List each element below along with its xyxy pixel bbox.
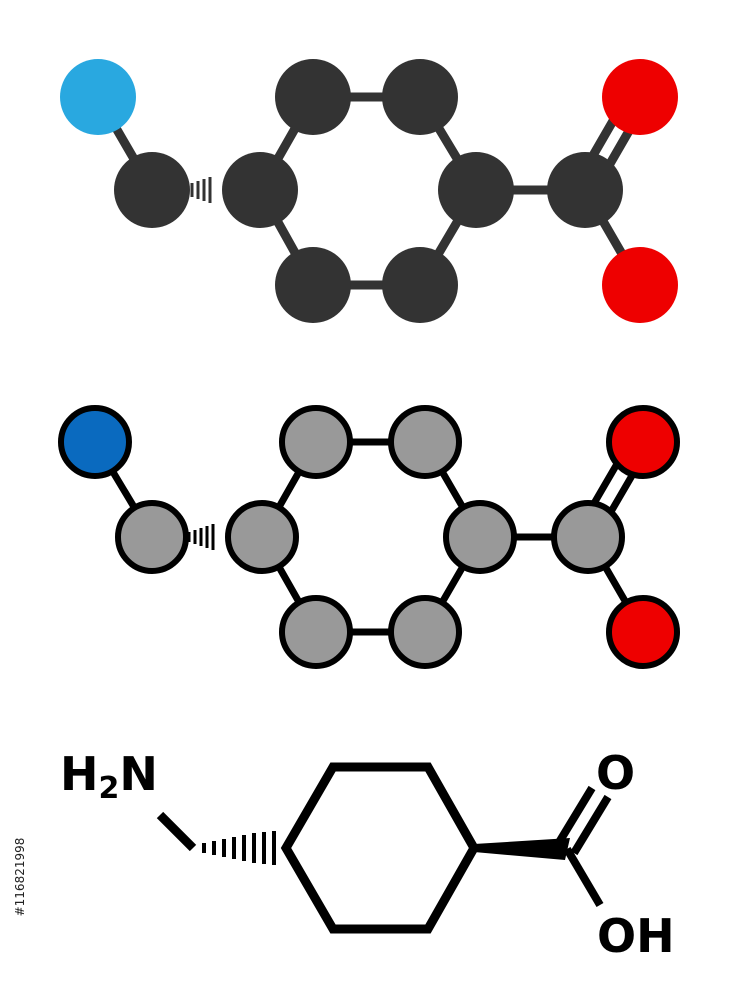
nitrogen-atom-outlined [58, 405, 132, 479]
ring-atom-2-flat [275, 59, 351, 135]
stock-id-text: #116821998 [13, 837, 27, 917]
skeletal-formula: H2N O OH [60, 746, 675, 963]
cyclohexane-ring [280, 762, 480, 934]
amine-hydrogen: H [60, 747, 99, 801]
wedge-bond-skeletal [474, 838, 570, 860]
carbonyl-oxygen-label: O [596, 746, 635, 800]
ball-model-flat [60, 59, 678, 323]
amine-subscript: 2 [99, 771, 120, 806]
hashed-bond-outlined [187, 524, 215, 550]
carboxyl-carbon-outlined [551, 500, 625, 574]
hydroxyl-oxygen-outlined [606, 595, 680, 669]
carboxyl-carbon-flat [547, 152, 623, 228]
atoms-flat [60, 59, 678, 323]
bond-c-oh-skeletal [563, 846, 604, 908]
atoms-outlined [58, 405, 680, 669]
bond-c-o-double-b-skeletal [570, 794, 612, 856]
ring-atom-1-flat [222, 152, 298, 228]
ring-atom-3-flat [382, 59, 458, 135]
stock-id-watermark: #116821998 [8, 770, 32, 990]
ring-atom-2-outlined [279, 405, 353, 479]
ring-atom-3-outlined [388, 405, 462, 479]
bond-n-ch2-skeletal [156, 811, 197, 852]
ring-atom-5-outlined [388, 595, 462, 669]
bond-c-o-double-a-skeletal [554, 785, 596, 847]
amine-label: H2N [60, 747, 158, 806]
hashed-bond-skeletal [202, 831, 276, 865]
ring-atom-4-outlined [443, 500, 517, 574]
ch2-atom-flat [114, 152, 190, 228]
amine-nitrogen: N [119, 747, 158, 801]
nitrogen-atom-flat [60, 59, 136, 135]
hydroxyl-oxygen-flat [602, 247, 678, 323]
ch2-atom-outlined [115, 500, 189, 574]
ring-atom-6-outlined [279, 595, 353, 669]
ring-atom-4-flat [438, 152, 514, 228]
carbonyl-oxygen-flat [602, 59, 678, 135]
ring-atom-5-flat [382, 247, 458, 323]
hydroxyl-label: OH [597, 909, 675, 963]
ring-atom-6-flat [275, 247, 351, 323]
carbonyl-oxygen-outlined [606, 405, 680, 479]
ring-atom-1-outlined [225, 500, 299, 574]
ball-model-outlined [58, 405, 680, 669]
